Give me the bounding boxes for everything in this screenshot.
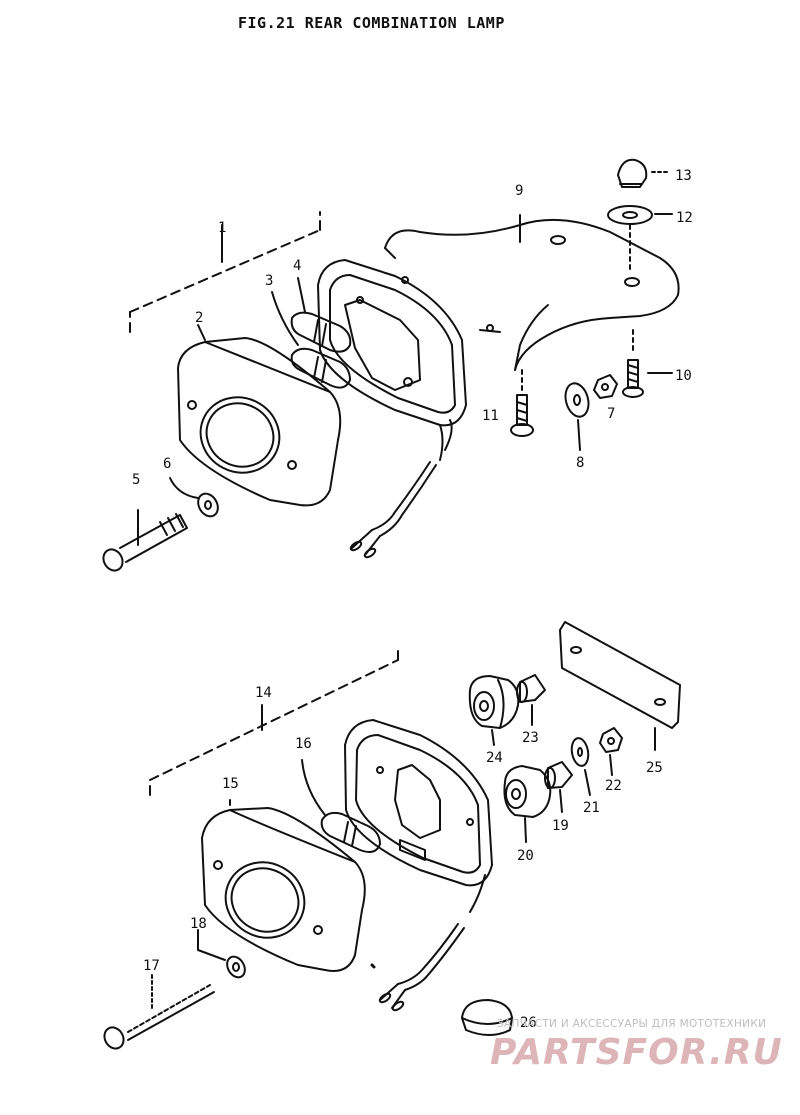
label-19: 19 bbox=[552, 818, 569, 834]
watermark-logo: PARTSFOR.RU bbox=[490, 1032, 783, 1073]
label-16: 16 bbox=[295, 736, 312, 752]
part-23-collar bbox=[516, 674, 546, 726]
part-19-collar bbox=[544, 761, 573, 813]
watermark-subtitle: ЗАПЧАСТИ И АКСЕССУАРЫ ДЛЯ МОТОТЕХНИКИ bbox=[497, 1018, 767, 1030]
upper-lamp-base bbox=[317, 259, 467, 461]
part-17-long-screw bbox=[103, 974, 215, 1050]
label-11: 11 bbox=[482, 408, 499, 424]
part-24-grommet bbox=[468, 675, 520, 746]
label-25: 25 bbox=[646, 760, 663, 776]
part-8-washer bbox=[564, 382, 590, 451]
part-3-bulb bbox=[290, 347, 351, 389]
part-13-cap-nut bbox=[617, 158, 671, 188]
label-18: 18 bbox=[190, 916, 207, 932]
part-16-bulb bbox=[301, 759, 381, 853]
part-2-lens-housing bbox=[177, 337, 342, 507]
part-26-cap bbox=[461, 999, 513, 1036]
part-9-bracket-plate bbox=[384, 214, 680, 371]
part-11-screw bbox=[510, 369, 534, 437]
label-26: 26 bbox=[520, 1015, 537, 1031]
label-14: 14 bbox=[255, 685, 272, 701]
label-20: 20 bbox=[517, 848, 534, 864]
part-18-washer bbox=[197, 929, 246, 979]
lower-lamp-base bbox=[344, 719, 493, 887]
label-1: 1 bbox=[218, 220, 226, 236]
part-4-bulb bbox=[290, 311, 352, 353]
part-15-lens-housing bbox=[201, 799, 366, 972]
part-22-nut bbox=[599, 727, 623, 776]
part-10-screw bbox=[622, 329, 673, 398]
label-10: 10 bbox=[675, 368, 692, 384]
label-5: 5 bbox=[132, 472, 140, 488]
label-3: 3 bbox=[265, 273, 273, 289]
part-5-long-screw bbox=[102, 509, 188, 572]
label-4: 4 bbox=[293, 258, 301, 274]
figure-title: FIG.21 REAR COMBINATION LAMP bbox=[238, 14, 505, 32]
part-25-plate bbox=[559, 621, 681, 751]
label-6: 6 bbox=[163, 456, 171, 472]
label-21: 21 bbox=[583, 800, 600, 816]
label-24: 24 bbox=[486, 750, 503, 766]
assembly-1-bracket bbox=[129, 211, 321, 333]
part-12-washer bbox=[607, 205, 673, 273]
label-2: 2 bbox=[195, 310, 203, 326]
label-13: 13 bbox=[675, 168, 692, 184]
label-23: 23 bbox=[522, 730, 539, 746]
label-22: 22 bbox=[605, 778, 622, 794]
part-21-washer bbox=[570, 737, 591, 796]
label-12: 12 bbox=[676, 210, 693, 226]
label-17: 17 bbox=[143, 958, 160, 974]
label-9: 9 bbox=[515, 183, 523, 199]
part-7-nut bbox=[593, 374, 618, 399]
upper-wiring bbox=[349, 419, 453, 559]
label-8: 8 bbox=[576, 455, 584, 471]
part-20-grommet bbox=[503, 765, 552, 843]
label-15: 15 bbox=[222, 776, 239, 792]
assembly-14-bracket bbox=[149, 649, 399, 796]
part-6-washer bbox=[169, 477, 219, 518]
lower-wiring bbox=[378, 874, 486, 1012]
label-7: 7 bbox=[607, 406, 615, 422]
